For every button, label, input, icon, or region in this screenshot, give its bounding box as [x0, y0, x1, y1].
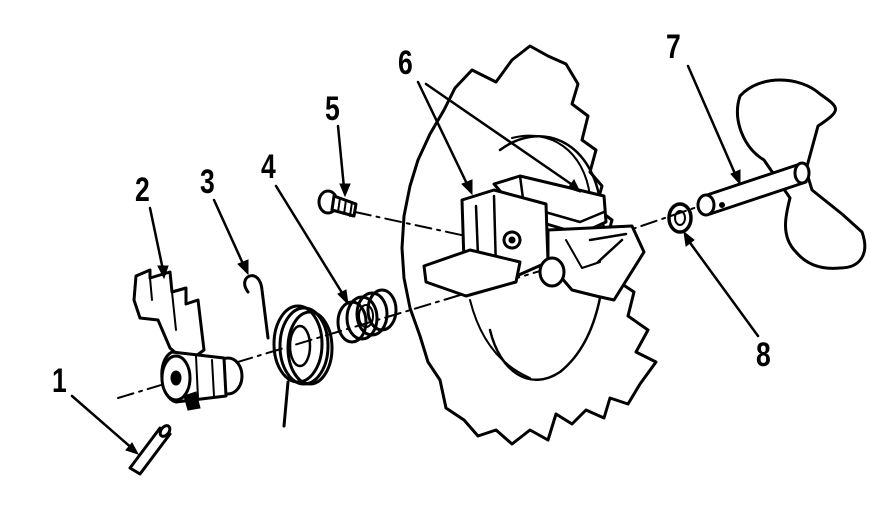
callout-part-5: 5 — [325, 90, 340, 128]
callout-part-4: 4 — [261, 148, 276, 186]
part-8-washer — [667, 202, 693, 234]
part-3-torsion-spring — [243, 274, 334, 428]
part-4-compression-spring — [336, 288, 398, 344]
part-2-latch-lever — [132, 268, 244, 411]
part-5-screw — [317, 189, 358, 218]
callout-part-6: 6 — [398, 44, 413, 82]
part-1-roll-pin — [128, 424, 172, 476]
part-7-shaft-handle — [696, 78, 867, 270]
callout-part-2: 2 — [135, 171, 150, 209]
leader-lines — [70, 64, 760, 455]
callout-part-7: 7 — [666, 28, 681, 66]
callout-part-8: 8 — [756, 336, 771, 374]
callout-part-1: 1 — [52, 362, 67, 400]
callout-part-3: 3 — [200, 163, 215, 201]
